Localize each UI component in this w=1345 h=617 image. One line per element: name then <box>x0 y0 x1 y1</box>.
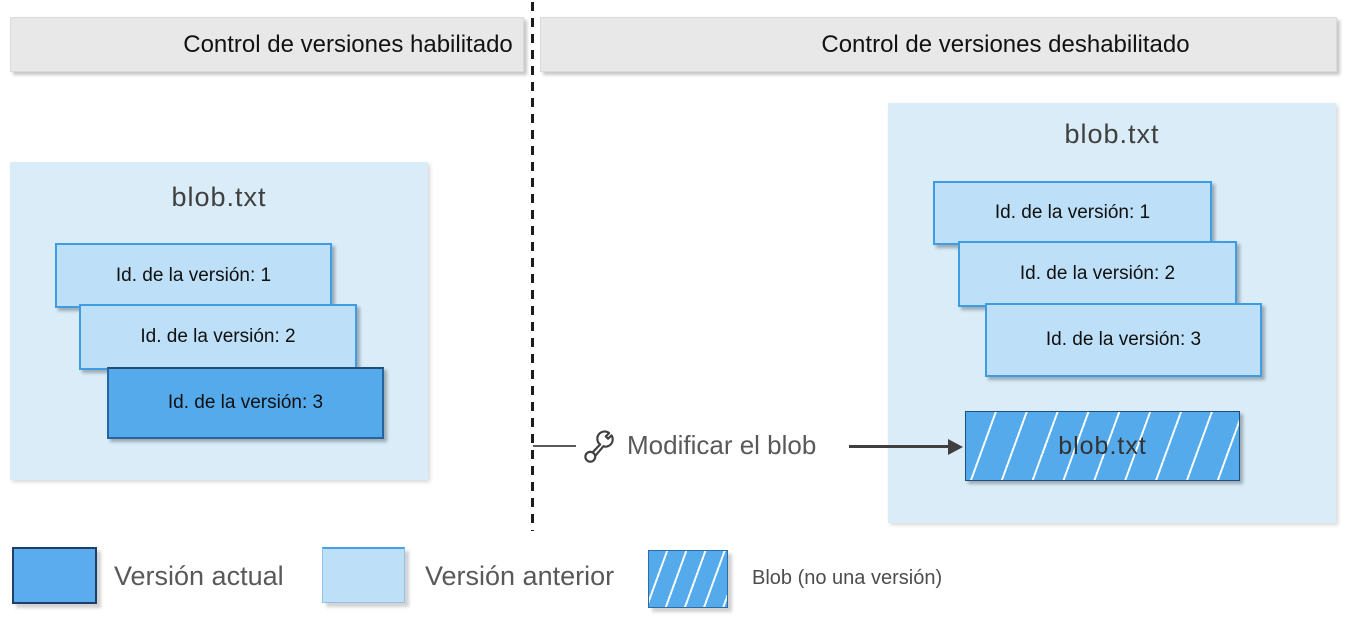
arrow-head-icon <box>948 439 963 455</box>
header-versioning-enabled: Control de versiones habilitado <box>10 17 524 72</box>
version-card-label: Id. de la versión: 2 <box>1019 263 1176 284</box>
version-card-label: Id. de la versión: 2 <box>140 326 296 347</box>
connector-line <box>533 445 576 447</box>
legend-swatch-blob-not-version <box>648 550 728 608</box>
legend-label-current-version: Versión actual <box>114 561 284 591</box>
header-versioning-disabled: Control de versiones deshabilitado <box>540 17 1337 72</box>
version-card-previous: Id. de la versión: 1 <box>55 243 332 308</box>
header-versioning-disabled-label: Control de versiones deshabilitado <box>821 30 1190 58</box>
blob-box-label: blob.txt <box>1058 431 1147 460</box>
version-card-previous: Id. de la versión: 2 <box>79 304 357 370</box>
blob-title: blob.txt <box>171 182 267 212</box>
modify-blob-label: Modificar el blob <box>627 430 817 460</box>
version-card-label: Id. de la versión: 3 <box>1045 329 1202 350</box>
version-card-previous: Id. de la versión: 3 <box>985 303 1262 377</box>
version-card-label: Id. de la versión: 3 <box>167 392 324 413</box>
blob-not-version-box: blob.txt <box>965 411 1240 481</box>
version-card-previous: Id. de la versión: 2 <box>958 241 1237 307</box>
legend-swatch-current-version <box>12 547 97 604</box>
version-card-label: Id. de la versión: 1 <box>115 264 272 286</box>
legend-swatch-previous-version <box>322 547 405 603</box>
wrench-icon <box>584 430 614 463</box>
blob-container-enabled: blob.txt Id. de la versión: 1 Id. de la … <box>10 162 428 480</box>
version-card-label: Id. de la versión: 1 <box>994 202 1151 223</box>
blob-title: blob.txt <box>1064 119 1160 149</box>
legend-label-previous-version: Versión anterior <box>425 561 615 591</box>
version-card-previous: Id. de la versión: 1 <box>933 181 1212 245</box>
legend-label-blob-not-version: Blob (no una versión) <box>752 567 943 589</box>
arrow-line <box>849 445 950 448</box>
blob-container-disabled: blob.txt Id. de la versión: 1 Id. de la … <box>888 103 1336 523</box>
header-versioning-enabled-label: Control de versiones habilitado <box>183 30 513 58</box>
version-card-current: Id. de la versión: 3 <box>107 367 384 439</box>
divider-dashed-line <box>531 2 534 531</box>
